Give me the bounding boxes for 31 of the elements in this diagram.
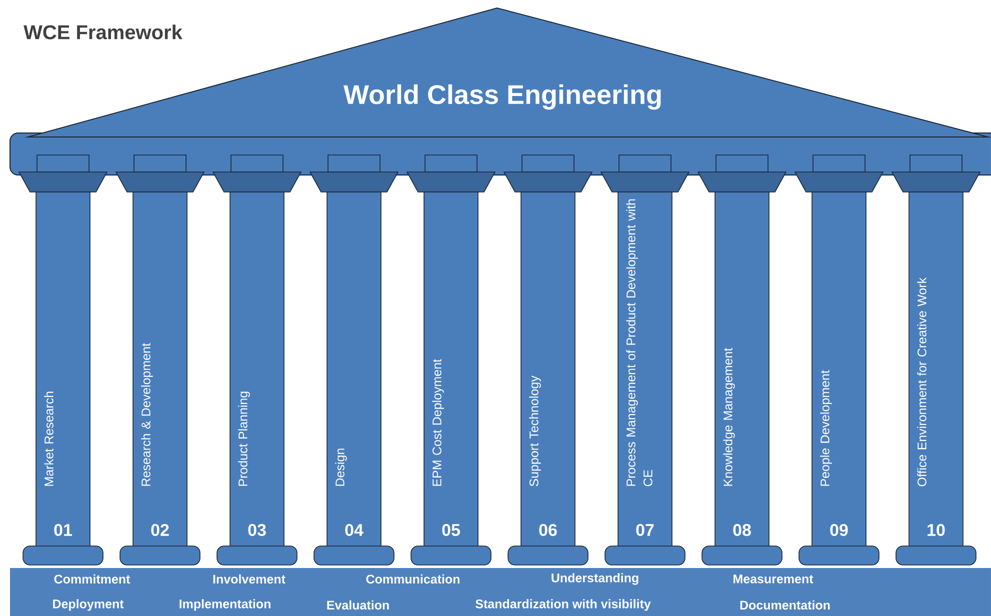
pillar-number: 07 — [636, 524, 654, 536]
pillar-label: People Development — [820, 370, 832, 486]
pillar-number: 05 — [442, 524, 460, 536]
pillar-label: Knowledge Management — [723, 348, 735, 486]
pillar-label: Design — [335, 448, 347, 486]
pillar-label: Process Management of Product Development with CE — [626, 199, 652, 486]
band-label: Documentation — [740, 600, 830, 610]
pillar-label: Product Planning — [238, 392, 250, 486]
band-label: Understanding — [552, 573, 638, 585]
band-label: Commitment — [54, 574, 130, 584]
pillar-number: 04 — [345, 524, 364, 536]
band-label: Implementation — [180, 599, 270, 611]
pillar-label: Support Technology — [529, 376, 541, 486]
pillar-number: 10 — [928, 524, 945, 536]
pillar-number: 03 — [248, 524, 266, 536]
pillar-number: 08 — [733, 524, 751, 536]
band-label: Evaluation — [327, 600, 389, 610]
pillar-label: EPM Cost Deployment — [432, 359, 444, 486]
title: WCE Framework — [24, 24, 182, 40]
pillar-label: Market Research — [44, 392, 54, 486]
pillar-label: Research & Development — [141, 343, 153, 486]
band-label: Involvement — [213, 574, 286, 584]
band-label: Communication — [366, 574, 460, 584]
band-label: Measurement — [734, 574, 814, 584]
pillar-number: 09 — [830, 524, 848, 536]
pillar-number: 06 — [539, 524, 557, 536]
band-label: Deployment — [53, 599, 124, 611]
pillar-number: 01 — [54, 524, 72, 536]
pillar-label: Office Environment for Creative Work — [917, 277, 926, 486]
band-label: Standardization with visibility — [476, 599, 651, 611]
pillar-number: 02 — [151, 524, 169, 536]
